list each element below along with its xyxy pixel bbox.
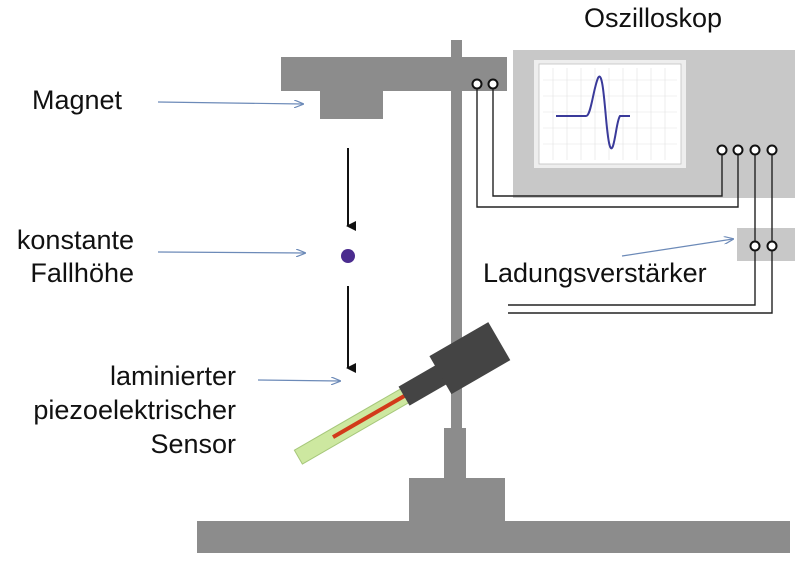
- height-pointer: [157, 252, 305, 253]
- sensor-pointer: [257, 380, 340, 381]
- stand-base: [197, 521, 790, 553]
- height-label-line2: Fallhöhe: [30, 258, 134, 288]
- top-arm: [281, 57, 507, 91]
- magnet-block: [320, 89, 383, 119]
- oscilloscope-terminals: [716, 144, 778, 156]
- wiring: [476, 89, 773, 314]
- stand-rod: [451, 40, 462, 432]
- amplifier-pointer: [621, 239, 733, 257]
- arm-terminals: [471, 78, 499, 90]
- sensor-label-line3: Sensor: [150, 429, 236, 459]
- oscilloscope-screen: [538, 63, 682, 165]
- amplifier-terminals: [749, 240, 778, 252]
- amplifier-label: Ladungsverstärker: [483, 258, 707, 288]
- stand-collar: [444, 428, 466, 480]
- magnet-label: Magnet: [32, 85, 123, 115]
- height-label-line1: konstante: [16, 225, 134, 255]
- sensor-label-line2: piezoelektrischer: [33, 395, 236, 425]
- magnet-pointer: [157, 102, 303, 104]
- stand-foot: [409, 478, 505, 523]
- amplifier-box: [737, 228, 795, 261]
- sensor-electrode: [332, 392, 409, 439]
- signal-trace: [556, 75, 630, 150]
- sensor-clamp: [398, 363, 450, 406]
- oscilloscope-label: Oszilloskop: [584, 3, 723, 33]
- sensor-holder: [429, 322, 511, 395]
- falling-ball: [341, 249, 355, 263]
- sensor-label-line1: laminierter: [109, 361, 236, 391]
- label-pointers: [157, 102, 733, 381]
- sensor-assembly: [293, 322, 511, 465]
